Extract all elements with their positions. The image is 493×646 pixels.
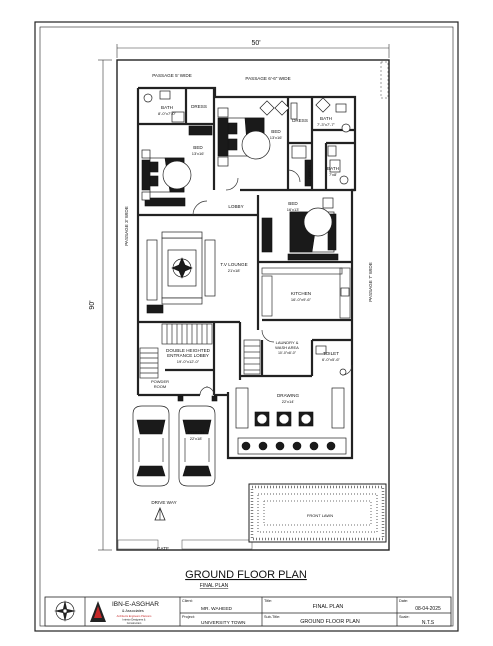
room-size-porch: 22'x18' <box>190 436 203 441</box>
drawing-furniture <box>235 387 347 455</box>
toilet-fixtures <box>315 345 347 376</box>
door-swings <box>192 169 353 396</box>
room-size-drawing: 22'x14' <box>282 399 295 404</box>
firm-sub: & Associates <box>122 609 144 613</box>
room-size-bath-3: 7'x8' <box>329 172 337 177</box>
boundary-hatch <box>117 61 389 550</box>
sheet-inner-border <box>39 26 454 627</box>
bed-furniture-2 <box>217 100 312 187</box>
room-name-dress-1: DRESS <box>191 104 207 109</box>
firm-logo-icon <box>90 601 106 622</box>
date-value: 08-04-2025 <box>415 606 441 612</box>
column-right <box>211 395 218 402</box>
gate-label: GATE <box>157 546 169 551</box>
sheet-border <box>34 21 459 632</box>
subtitle-value: GROUND FLOOR PLAN <box>300 619 360 625</box>
drive-way-arrow <box>154 506 166 521</box>
depth-dimension: 90' <box>89 59 112 551</box>
room-size-bath-2: 7'-3"x7'-7" <box>317 122 336 127</box>
room-name-laundry: LAUNDRY & <box>276 340 299 345</box>
kitchen-fixtures <box>261 267 351 319</box>
room-size-laundry: 10'-0"x8'-0" <box>278 351 297 355</box>
room-name-dress-3: DRESS <box>307 165 312 179</box>
room-name-porch: PORCH <box>188 430 205 435</box>
room-name-powder: POWDER <box>151 379 169 384</box>
room-name-lobby: LOBBY <box>228 204 243 209</box>
bed-furniture-3 <box>261 197 339 261</box>
room-name-entrance-lobby: DOUBLE HEIGHTED <box>166 348 211 353</box>
room-name-bath-2: BATH <box>320 116 332 121</box>
north-compass-icon <box>54 600 76 622</box>
drive-way-label: DRIVE WAY <box>151 500 176 505</box>
room-name-powder-2: ROOM <box>154 384 166 389</box>
lounge-furniture <box>146 231 216 314</box>
room-name-laundry-2: WASH AREA <box>275 345 299 350</box>
subtitle-label: Sub-Title: <box>264 615 280 619</box>
room-name-bed-3: BED <box>288 201 298 206</box>
title-value: FINAL PLAN <box>313 604 344 610</box>
scale-label: Scale: <box>399 615 410 619</box>
plot-boundary <box>116 59 390 551</box>
room-name-bed-2: BED <box>271 129 281 134</box>
column-left <box>177 395 184 402</box>
car-right <box>178 405 216 487</box>
title-label: Title: <box>264 599 272 603</box>
front-lawn: FRONT LAWN <box>248 483 387 543</box>
passage-left-label: PASSAGE 3' WIDE <box>124 206 129 246</box>
passage-top-right-label: PASSAGE 6'-6" WIDE <box>245 76 290 81</box>
room-name-entrance-lobby-2: ENTRANCE LOBBY <box>167 353 209 358</box>
front-lawn-label: FRONT LAWN <box>307 513 333 518</box>
room-name-lounge: T.V LOUNGE <box>220 262 247 267</box>
room-name-kitchen: KITCHEN <box>291 291 311 296</box>
room-name-dress-2: DRESS <box>292 118 308 123</box>
room-name-drawing: DRAWING <box>277 393 299 398</box>
room-name-bath-3: BATH <box>327 166 339 171</box>
room-size-bed-2: 13'x16' <box>270 135 283 140</box>
width-dimension: 50' <box>116 40 390 58</box>
client-label: Client: <box>182 599 193 603</box>
project-value: UNIVERSITY TOWN <box>201 620 246 626</box>
building-walls <box>136 86 357 460</box>
passage-right-label: PASSAGE 7' WIDE <box>368 262 373 302</box>
room-size-bed-3: 16'x13' <box>287 207 300 212</box>
firm-line-3: Construction <box>127 621 142 625</box>
drawing-title: GROUND FLOOR PLAN <box>185 569 307 581</box>
room-size-kitchen: 16'-0"x9'-6" <box>291 297 312 302</box>
client-value: MR. WAHEED <box>201 606 233 612</box>
room-name-bed-1: BED <box>193 145 203 150</box>
car-left <box>132 405 170 487</box>
room-size-bed-1: 13'x16' <box>192 151 205 156</box>
room-labels: BATH 8'-0"x7'-0" DRESS BED 13'x16' BED 1… <box>151 104 341 441</box>
room-size-bath-1: 8'-0"x7'-0" <box>158 111 177 116</box>
firm-line-2: Interior Designers & <box>123 618 146 622</box>
depth-label: 90' <box>89 300 96 309</box>
room-size-lounge: 21'x18' <box>228 268 241 273</box>
firm-name: IBN-E-ASGHAR <box>112 601 159 608</box>
passage-top-left-label: PASSAGE 5' WIDE <box>152 73 192 78</box>
room-size-entrance-lobby: 19'-0"x12'-0" <box>177 359 200 364</box>
room-size-toilet: 6'-0"x5'-6" <box>322 357 341 362</box>
title-block <box>44 596 452 627</box>
drawing-subtitle: FINAL PLAN <box>200 583 229 589</box>
room-name-bath-1: BATH <box>161 105 173 110</box>
date-label: Date: <box>399 599 408 603</box>
bath-fixtures-1 <box>143 90 185 123</box>
firm-line-1: Architects Engineers Planners <box>117 614 152 618</box>
width-label: 50' <box>251 40 260 47</box>
project-label: Project: <box>182 615 195 619</box>
bath-fixtures-2 <box>315 97 351 185</box>
room-name-toilet: TOILET <box>323 351 339 356</box>
scale-value: N.T.S <box>422 620 435 626</box>
staircase <box>139 323 261 379</box>
bed-furniture-1 <box>141 125 213 207</box>
